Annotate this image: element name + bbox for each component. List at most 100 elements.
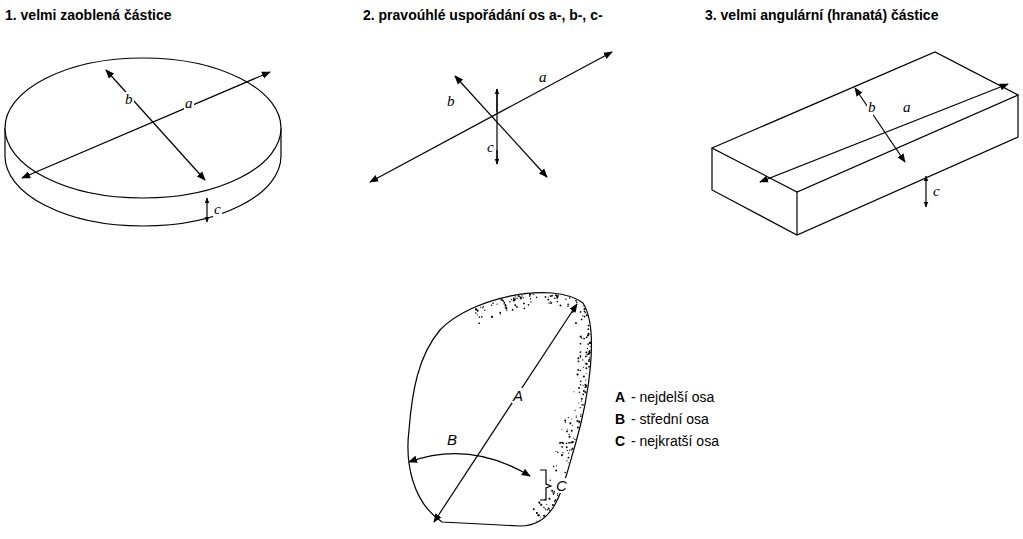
stipple-dot — [584, 316, 586, 318]
stipple-dot — [590, 346, 591, 347]
stipple-dot — [585, 379, 586, 380]
stipple-dot — [575, 322, 577, 324]
stipple-dot — [572, 447, 573, 448]
stipple-dot — [582, 394, 584, 396]
axis-bracket — [540, 470, 551, 500]
pebble-stippling — [475, 294, 591, 522]
axis-label: c — [932, 184, 941, 199]
axis-arrow — [455, 76, 547, 177]
stipple-dot — [538, 501, 540, 503]
stipple-dot — [547, 299, 549, 301]
stipple-dot — [568, 442, 570, 444]
stipple-dot — [536, 512, 538, 514]
stipple-dot — [503, 303, 504, 304]
stipple-dot — [567, 305, 569, 307]
stipple-dot — [586, 314, 588, 316]
axis-arrow — [855, 88, 905, 162]
stipple-dot — [533, 294, 534, 295]
stipple-dot — [548, 302, 549, 303]
stipple-dot — [496, 304, 497, 305]
stipple-dot — [582, 359, 583, 360]
stipple-dot — [550, 479, 551, 480]
stipple-dot — [545, 508, 546, 509]
stipple-dot — [571, 419, 572, 420]
stipple-dot — [564, 419, 566, 421]
stipple-dot — [479, 316, 481, 318]
stipple-dot — [580, 415, 582, 417]
stipple-dot — [589, 342, 591, 344]
stipple-dot — [475, 308, 477, 310]
stipple-dot — [562, 452, 563, 453]
stipple-dot — [543, 515, 545, 517]
axis-label: c — [486, 140, 495, 155]
stipple-dot — [483, 306, 484, 307]
stipple-dot — [482, 307, 483, 308]
stipple-dot — [555, 451, 556, 452]
stipple-dot — [557, 495, 558, 496]
stipple-dot — [576, 415, 577, 416]
stipple-dot — [583, 390, 585, 392]
stipple-dot — [581, 337, 583, 339]
stipple-dot — [554, 501, 555, 502]
stipple-dot — [524, 307, 526, 309]
stipple-dot — [529, 294, 531, 296]
stipple-dot — [576, 373, 578, 375]
stipple-dot — [561, 446, 563, 448]
stipple-dot — [559, 442, 561, 444]
stipple-dot — [504, 303, 505, 304]
axis-arrow — [409, 454, 530, 476]
stipple-dot — [557, 295, 559, 297]
stipple-dot — [569, 449, 570, 450]
stipple-dot — [477, 310, 479, 312]
stipple-dot — [580, 357, 581, 358]
stipple-dot — [581, 401, 582, 402]
stipple-dot — [520, 297, 522, 299]
stipple-dot — [587, 343, 589, 345]
stipple-dot — [575, 300, 577, 302]
stipple-dot — [555, 295, 556, 296]
stipple-dot — [583, 367, 584, 368]
stipple-dot — [588, 333, 590, 335]
figure-heading: 1. velmi zaoblená částice — [5, 8, 172, 22]
stipple-dot — [567, 450, 568, 451]
stipple-dot — [481, 317, 482, 318]
axis-arrow — [22, 72, 270, 178]
stipple-dot — [536, 297, 538, 299]
stipple-dot — [580, 407, 581, 408]
stipple-dot — [580, 384, 581, 385]
stipple-dot — [560, 304, 562, 306]
stipple-dot — [491, 304, 493, 306]
stipple-dot — [552, 504, 554, 506]
stipple-dot — [573, 391, 574, 392]
axis-arrow — [496, 150, 497, 164]
stipple-dot — [574, 410, 575, 411]
stipple-dot — [588, 325, 590, 327]
stipple-dot — [523, 297, 524, 298]
legend-text: - střední osa — [631, 412, 709, 426]
stipple-dot — [530, 301, 531, 302]
legend-text: - nejdelší osa — [631, 390, 714, 404]
stipple-dot — [576, 417, 577, 418]
stipple-dot — [552, 295, 553, 296]
figure-heading: 2. pravoúhlé uspořádání os a-, b-, c- — [363, 8, 603, 22]
stipple-dot — [547, 509, 549, 511]
stipple-dot — [572, 448, 573, 449]
pebble-outline — [408, 293, 591, 526]
stipple-dot — [580, 311, 582, 313]
stipple-dot — [500, 313, 501, 314]
axis-label: C — [555, 478, 568, 493]
stipple-dot — [552, 492, 553, 493]
stipple-dot — [581, 404, 583, 406]
axis-label: a — [538, 70, 548, 85]
stipple-dot — [550, 295, 552, 297]
stipple-dot — [571, 430, 573, 432]
stipple-dot — [586, 336, 588, 338]
axis-arrow — [925, 176, 926, 207]
stipple-dot — [568, 436, 570, 438]
stipple-dot — [585, 312, 586, 313]
stipple-dot — [571, 441, 573, 443]
stipple-dot — [588, 353, 590, 355]
stipple-dot — [584, 310, 586, 312]
stipple-dot — [536, 512, 537, 513]
